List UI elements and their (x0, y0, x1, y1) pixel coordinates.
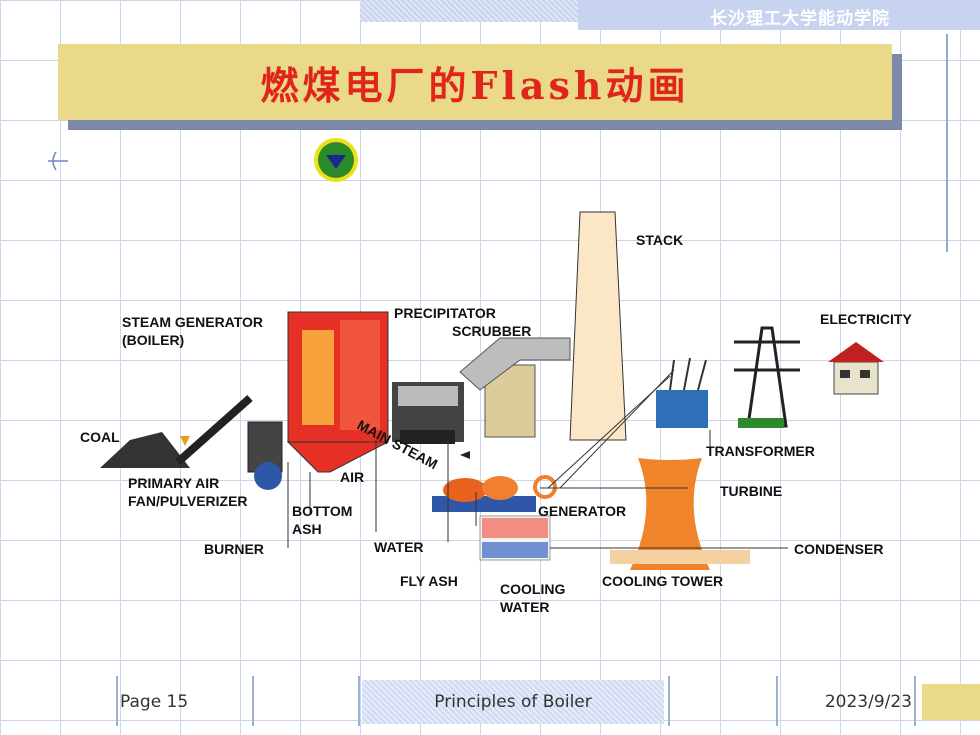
label-ash: ASH (292, 521, 322, 537)
label-precipitator: PRECIPITATOR (394, 305, 496, 321)
footer-divider (776, 676, 778, 726)
label-primary-air: PRIMARY AIR (128, 475, 219, 491)
cooling-tower-shape (630, 458, 710, 570)
play-button-inner (318, 142, 354, 178)
label-fan-pulverizer: FAN/PULVERIZER (128, 493, 248, 509)
label-cooling-tower: COOLING TOWER (602, 573, 723, 589)
label-fly-ash: FLY ASH (400, 573, 458, 589)
transformer-shape (656, 390, 708, 428)
footer-divider (668, 676, 670, 726)
back-arrow-icon[interactable] (44, 148, 70, 174)
stack-shape (569, 211, 627, 441)
label-boiler: (BOILER) (122, 332, 184, 348)
footer-accent-box (922, 684, 980, 720)
label-scrubber: SCRUBBER (452, 323, 531, 339)
footer-course-title: Principles of Boiler (362, 680, 664, 724)
footer-divider (914, 676, 916, 726)
footer-divider (252, 676, 254, 726)
label-water: WATER (374, 539, 424, 555)
label-electricity: ELECTRICITY (820, 311, 912, 327)
footer-divider (116, 676, 118, 726)
label-steam-generator: STEAM GENERATOR (122, 314, 263, 330)
play-down-triangle-icon (326, 155, 346, 169)
label-transformer: TRANSFORMER (706, 443, 815, 459)
label-generator: GENERATOR (538, 503, 626, 519)
institution-name: 长沙理工大学能动学院 (710, 9, 890, 29)
play-button[interactable] (314, 138, 358, 182)
coal-pile (100, 432, 190, 468)
label-condenser: CONDENSER (794, 541, 883, 557)
slide-title: 燃煤电厂的Flash动画 (260, 62, 690, 108)
power-tower-shape (746, 326, 788, 428)
label-bottom: BOTTOM (292, 503, 352, 519)
label-turbine: TURBINE (720, 483, 782, 499)
header-bar: 长沙理工大学能动学院 (578, 0, 980, 30)
label-air: AIR (340, 469, 364, 485)
decor-vertical-line (946, 34, 948, 252)
label-stack: STACK (636, 232, 683, 248)
footer-date: 2023/9/23 (824, 692, 912, 712)
label-burner: BURNER (204, 541, 264, 557)
label-cooling-water: WATER (500, 599, 550, 615)
title-box: 燃煤电厂的Flash动画 (58, 44, 892, 120)
power-plant-diagram: STACK STEAM GENERATOR (BOILER) PRECIPITA… (80, 211, 912, 615)
label-coal: COAL (80, 429, 120, 445)
footer-page-number: Page 15 (120, 692, 189, 712)
label-cooling: COOLING (500, 581, 565, 597)
footer-divider (358, 676, 360, 726)
